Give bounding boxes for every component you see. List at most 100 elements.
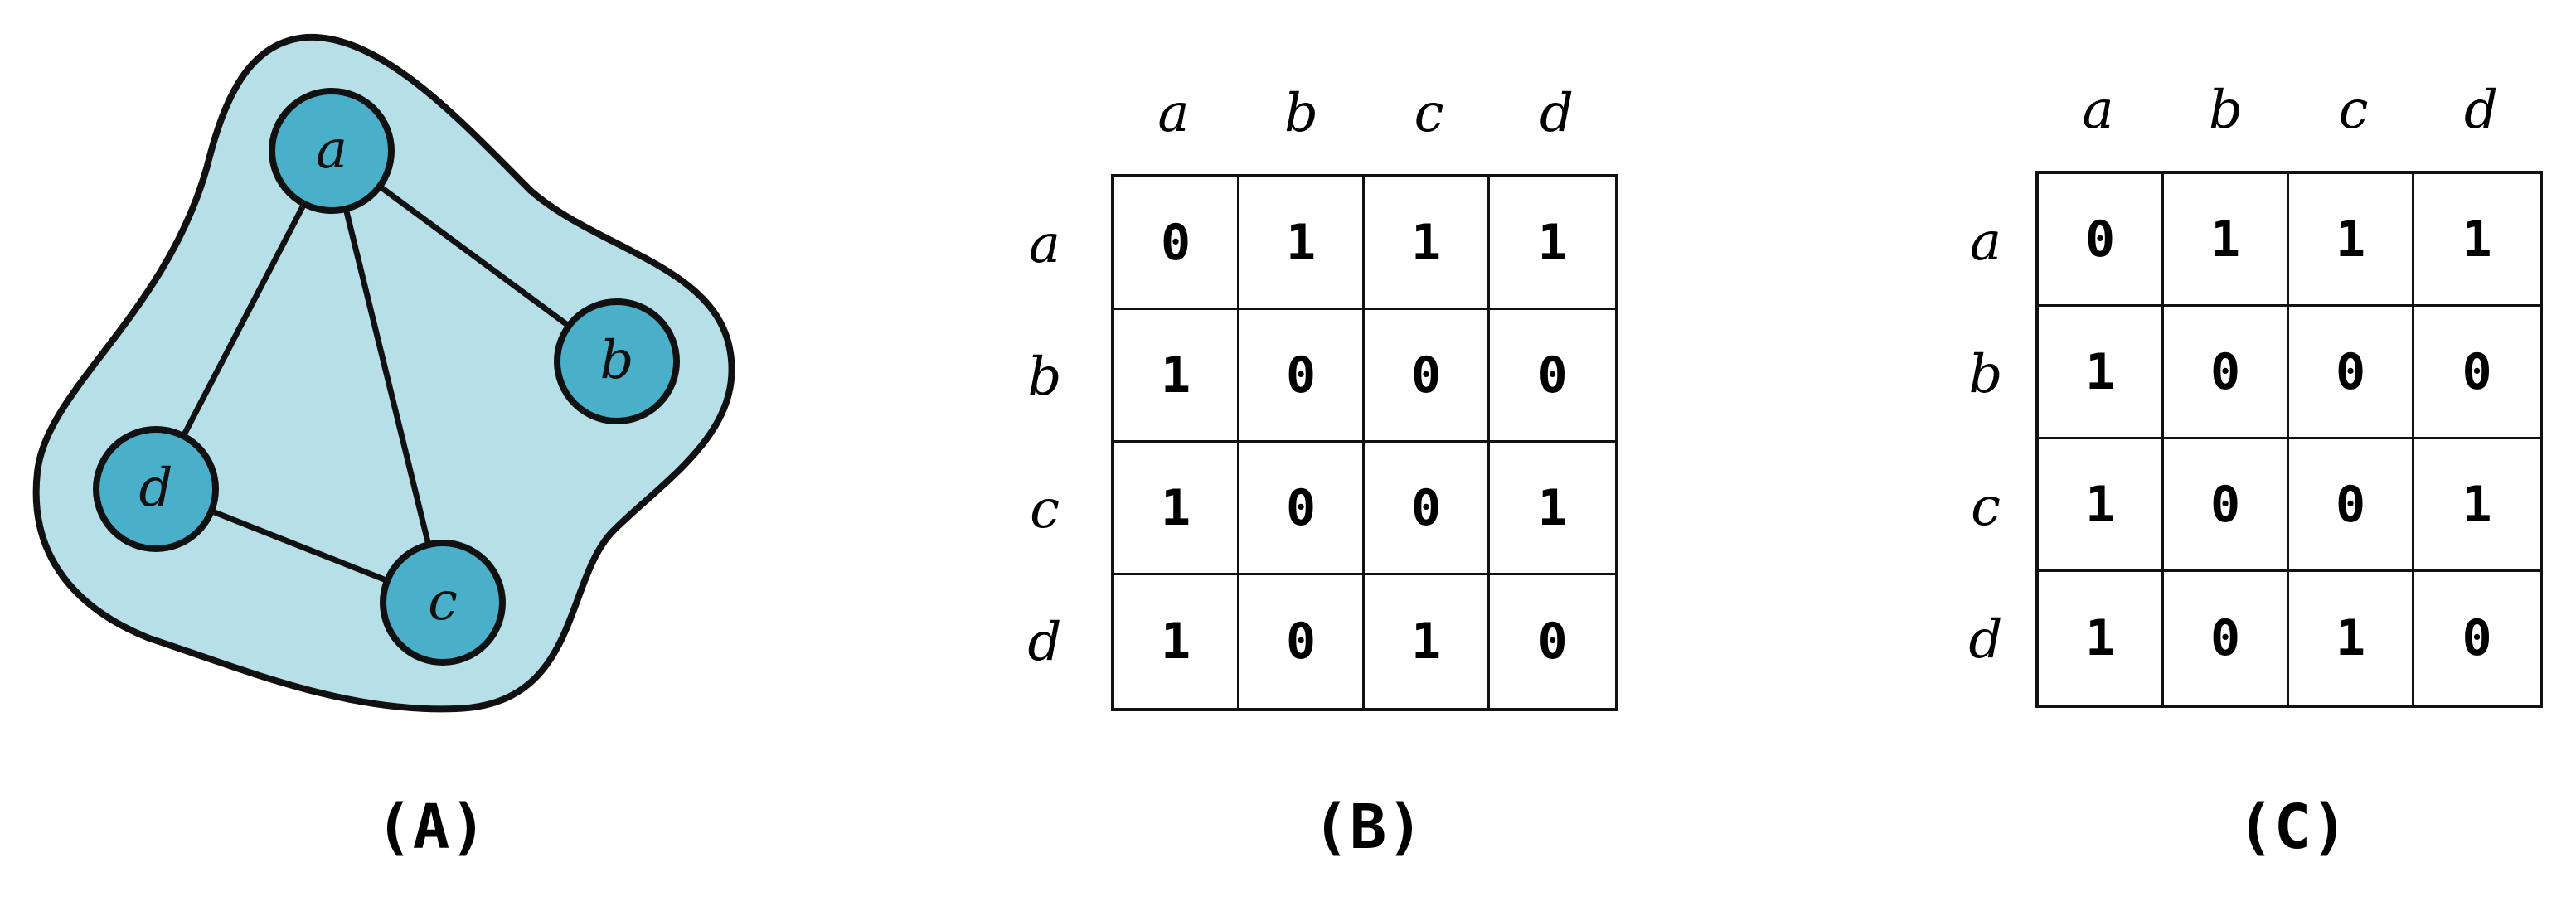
matrix-cell-a-c: 1 — [1365, 177, 1490, 310]
cell-value: 1 — [1160, 478, 1191, 537]
edge-a-c — [328, 150, 446, 603]
cell-value: 1 — [1537, 213, 1568, 272]
matrix-cell-d-b: 0 — [1239, 575, 1365, 708]
matrix-cell-b-d: 0 — [1490, 310, 1615, 443]
panel-label-b: (B) — [1312, 792, 1424, 863]
matrix-cell-a-a: 0 — [2039, 174, 2164, 307]
matrix-cell-c-d: 1 — [2414, 439, 2540, 572]
matrix-cell-d-d: 0 — [2414, 572, 2540, 705]
node-a — [269, 88, 395, 214]
cell-value: 0 — [1285, 613, 1317, 671]
node-label-a: a — [316, 119, 347, 181]
cell-value: 1 — [2084, 475, 2116, 534]
matrix-cell-b-c: 0 — [1365, 310, 1490, 443]
matrix-cell-a-d: 1 — [2414, 174, 2540, 307]
col-label-d: d — [2464, 80, 2498, 141]
col-label-c: c — [1414, 83, 1444, 144]
matrix-cell-a-b: 1 — [2164, 174, 2289, 307]
cell-value: 1 — [2210, 210, 2241, 269]
matrix-cell-d-d: 0 — [1490, 575, 1615, 708]
matrix-cell-a-b: 1 — [1239, 177, 1365, 310]
node-b — [554, 298, 680, 424]
adjacency-matrix-c: 0 1 1 1 1 0 0 0 1 0 0 1 1 0 1 0 — [2035, 171, 2543, 708]
col-label-c: c — [2338, 80, 2369, 141]
col-label-a: a — [2082, 80, 2114, 141]
cell-value: 0 — [2210, 475, 2241, 534]
matrix-panel-b: a b c d a b c d 0 1 1 1 1 0 0 0 1 0 0 1 1 0 1 0 (B) — [829, 0, 1658, 906]
cell-value: 0 — [2462, 342, 2492, 401]
matrix-cell-c-c: 0 — [2289, 439, 2414, 572]
matrix-cell-b-a: 1 — [2039, 307, 2164, 439]
matrix-cell-a-d: 1 — [1490, 177, 1615, 310]
col-label-a: a — [1157, 83, 1190, 144]
cell-value: 0 — [1285, 346, 1317, 405]
matrix-cell-b-b: 0 — [1239, 310, 1365, 443]
row-label-a: a — [1969, 211, 2002, 273]
row-label-c: c — [1971, 477, 2001, 538]
row-label-d: d — [1968, 609, 2003, 671]
edge-a-d — [153, 149, 335, 491]
cell-value: 1 — [2462, 475, 2492, 534]
cell-value: 1 — [1160, 346, 1191, 405]
cell-value: 0 — [1285, 478, 1317, 537]
graph-panel: a b c d (A) — [0, 0, 829, 906]
node-label-b: b — [600, 330, 634, 391]
node-c — [380, 540, 506, 666]
adjacency-matrix-b: 0 1 1 1 1 0 0 0 1 0 0 1 1 0 1 0 — [1111, 174, 1618, 711]
row-label-d: d — [1027, 612, 1062, 673]
matrix-cell-c-a: 1 — [1114, 443, 1239, 575]
col-label-d: d — [1540, 83, 1574, 144]
cell-value: 1 — [2084, 609, 2116, 667]
cell-value: 0 — [2084, 210, 2116, 269]
cell-value: 0 — [2210, 609, 2241, 667]
col-label-b: b — [2209, 80, 2243, 141]
row-label-b: b — [1968, 344, 2003, 405]
matrix-cell-d-b: 0 — [2164, 572, 2289, 705]
matrix-cell-d-a: 1 — [1114, 575, 1239, 708]
row-label-a: a — [1028, 214, 1061, 275]
matrix-cell-a-c: 1 — [2289, 174, 2414, 307]
col-label-b: b — [1284, 83, 1318, 144]
cell-value: 1 — [1537, 478, 1568, 537]
cell-value: 1 — [2462, 210, 2492, 269]
matrix-cell-a-a: 0 — [1114, 177, 1239, 310]
matrix-cell-b-c: 0 — [2289, 307, 2414, 439]
matrix-cell-d-a: 1 — [2039, 572, 2164, 705]
cell-value: 1 — [1285, 213, 1317, 272]
cell-value: 1 — [1160, 613, 1191, 671]
cell-value: 1 — [2335, 609, 2366, 667]
node-label-c: c — [428, 571, 458, 632]
panel-label-c: (C) — [2237, 792, 2348, 863]
graph-svg: a b c d — [32, 33, 735, 713]
matrix-cell-b-d: 0 — [2414, 307, 2540, 439]
cell-value: 0 — [2335, 475, 2366, 534]
cell-value: 0 — [1537, 613, 1568, 671]
cell-value: 0 — [1160, 213, 1191, 272]
node-label-d: d — [139, 458, 173, 519]
matrix-cell-d-c: 1 — [2289, 572, 2414, 705]
matrix-cell-c-a: 1 — [2039, 439, 2164, 572]
cell-value: 1 — [2084, 342, 2116, 401]
matrix-cell-c-d: 1 — [1490, 443, 1615, 575]
panel-label-a: (A) — [376, 792, 487, 863]
matrix-cell-c-b: 0 — [2164, 439, 2289, 572]
matrix-cell-c-c: 0 — [1365, 443, 1490, 575]
cell-value: 0 — [1410, 346, 1442, 405]
row-label-b: b — [1027, 346, 1062, 408]
cell-value: 0 — [2210, 342, 2241, 401]
matrix-cell-b-b: 0 — [2164, 307, 2289, 439]
graph-nodes: a b c d — [93, 88, 680, 666]
cell-value: 1 — [1410, 213, 1442, 272]
node-d — [93, 426, 219, 552]
cell-value: 0 — [2462, 609, 2492, 667]
matrix-panel-c: a b c d a b c d 0 1 1 1 1 0 0 0 1 0 0 1 1 0 1 0 (C) — [1741, 0, 2576, 906]
cell-value: 1 — [2335, 210, 2366, 269]
cell-value: 0 — [2335, 342, 2366, 401]
matrix-cell-d-c: 1 — [1365, 575, 1490, 708]
cell-value: 0 — [1410, 478, 1442, 537]
cell-value: 1 — [1410, 613, 1442, 671]
matrix-cell-b-a: 1 — [1114, 310, 1239, 443]
row-label-c: c — [1030, 479, 1060, 540]
cell-value: 0 — [1537, 346, 1568, 405]
matrix-cell-c-b: 0 — [1239, 443, 1365, 575]
